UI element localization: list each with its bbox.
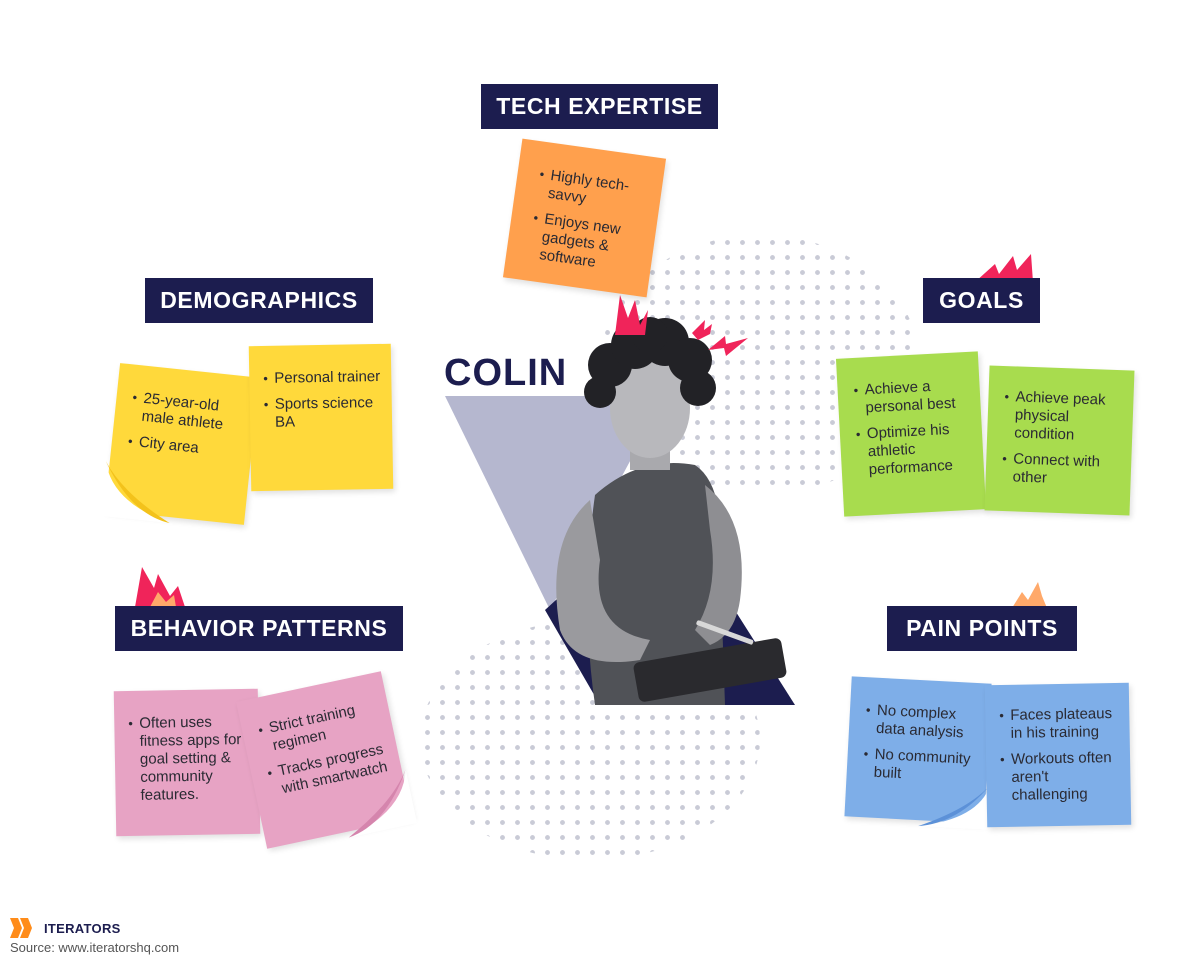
spark-tech-icon	[615, 295, 648, 335]
note-item: No complex data analysis	[865, 701, 983, 743]
persona-name: COLIN	[444, 352, 568, 394]
persona-right-arm	[695, 485, 742, 645]
source-credit: Source: www.iteratorshq.com	[10, 940, 180, 955]
tablet	[633, 638, 787, 702]
note-item: Workouts often aren't challenging	[1000, 749, 1123, 805]
note-behavior-2: Strict training regimen Tracks progress …	[236, 671, 418, 849]
note-item: Personal trainer	[263, 368, 381, 388]
note-pain-1: No complex data analysis No community bu…	[844, 676, 992, 830]
note-item: Connect with other	[1001, 450, 1123, 490]
note-item: Highly tech-savvy	[536, 165, 649, 216]
spark-goals-icon	[975, 254, 1033, 282]
note-item: Enjoys new gadgets & software	[527, 209, 642, 278]
lavender-triangle	[445, 396, 665, 610]
note-goals-2: Achieve peak physical condition Connect …	[984, 365, 1135, 516]
note-pain-2: Faces plateaus in his training Workouts …	[984, 682, 1132, 828]
note-item: 25-year-old male athlete	[130, 389, 247, 437]
page-curl	[348, 769, 418, 838]
brand-name: ITERATORS	[44, 920, 121, 936]
note-item: City area	[127, 432, 242, 462]
note-goals-1: Achieve a personal best Optimize his ath…	[835, 351, 987, 517]
iterators-logo-icon	[10, 918, 32, 938]
persona-face	[610, 358, 690, 458]
iterators-logo[interactable]: ITERATORS	[10, 918, 121, 938]
heading-goals: GOALS	[923, 278, 1040, 323]
heading-behavior-patterns: BEHAVIOR PATTERNS	[115, 606, 403, 651]
note-item: Achieve peak physical condition	[1003, 388, 1126, 446]
persona-illustration	[445, 317, 795, 705]
heading-tech-expertise: TECH EXPERTISE	[481, 84, 718, 129]
pen	[696, 620, 754, 645]
note-item: Sports science BA	[264, 394, 383, 432]
note-item: Faces plateaus in his training	[999, 705, 1122, 743]
persona-left-arm	[556, 500, 650, 662]
spark-behavior-icon	[135, 567, 185, 607]
page-curl	[918, 784, 991, 830]
heading-demographics: DEMOGRAPHICS	[145, 278, 373, 323]
note-item: Often uses fitness apps for goal setting…	[128, 713, 252, 805]
note-tech-expertise: Highly tech-savvy Enjoys new gadgets & s…	[502, 138, 667, 298]
heading-pain-points: PAIN POINTS	[887, 606, 1077, 651]
page-curl	[100, 461, 170, 524]
spark-zigzag-icon	[692, 320, 748, 356]
spark-pain-icon	[1012, 582, 1047, 608]
note-demographics-2: Personal trainer Sports science BA	[248, 343, 394, 492]
note-demographics-1: 25-year-old male athlete City area	[100, 363, 260, 525]
note-item: Achieve a personal best	[853, 376, 973, 418]
note-item: Optimize his athletic performance	[855, 420, 976, 480]
